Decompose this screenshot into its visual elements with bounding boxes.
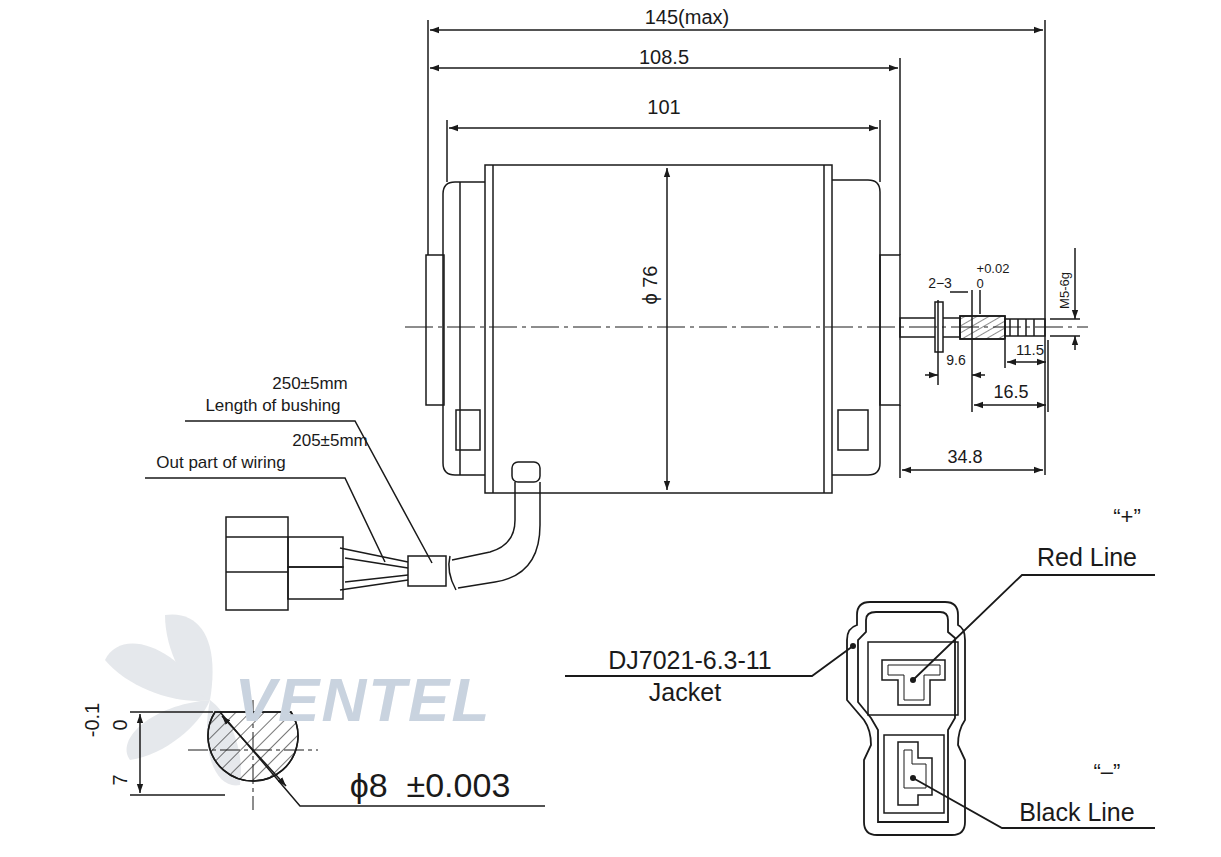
tolerance: +0.02 [977,262,1010,275]
diameter-dimension: ϕ8 ±0.003 [350,768,511,802]
dimension: 205±5mm [292,432,367,449]
tolerance: -0.1 [82,703,102,737]
wire-name: Red Line [1037,545,1137,570]
dimension: 16.5 [993,383,1028,401]
wire-name: Black Line [1019,800,1134,825]
dimension: 34.8 [947,448,982,466]
diameter-dimension: ϕ 76 [640,265,660,304]
part-name: Out part of wiring [156,454,285,471]
tolerance: 0 [976,277,983,290]
dimension: 11.5 [1016,342,1044,357]
polarity-sign: “+” [1113,506,1141,528]
part-number: DJ7021-6.3-11 [608,648,772,673]
thread-spec: M5-6g [1057,272,1070,309]
dimension: 250±5mm [272,375,347,392]
polarity-sign: “–” [1094,761,1121,783]
part-name: Jacket [649,680,721,705]
dimension: 7 [110,774,130,785]
dimension: 9.6 [946,353,965,367]
dimension: 108.5 [639,47,689,67]
jacket-outline [565,575,1155,835]
watermark: VENTEL [235,669,492,731]
dimension: 145(max) [645,7,729,27]
dimension: 2−3 [928,276,952,290]
dimension: 101 [647,97,680,117]
dimension: 0 [110,719,130,730]
part-name: Length of bushing [205,397,340,414]
